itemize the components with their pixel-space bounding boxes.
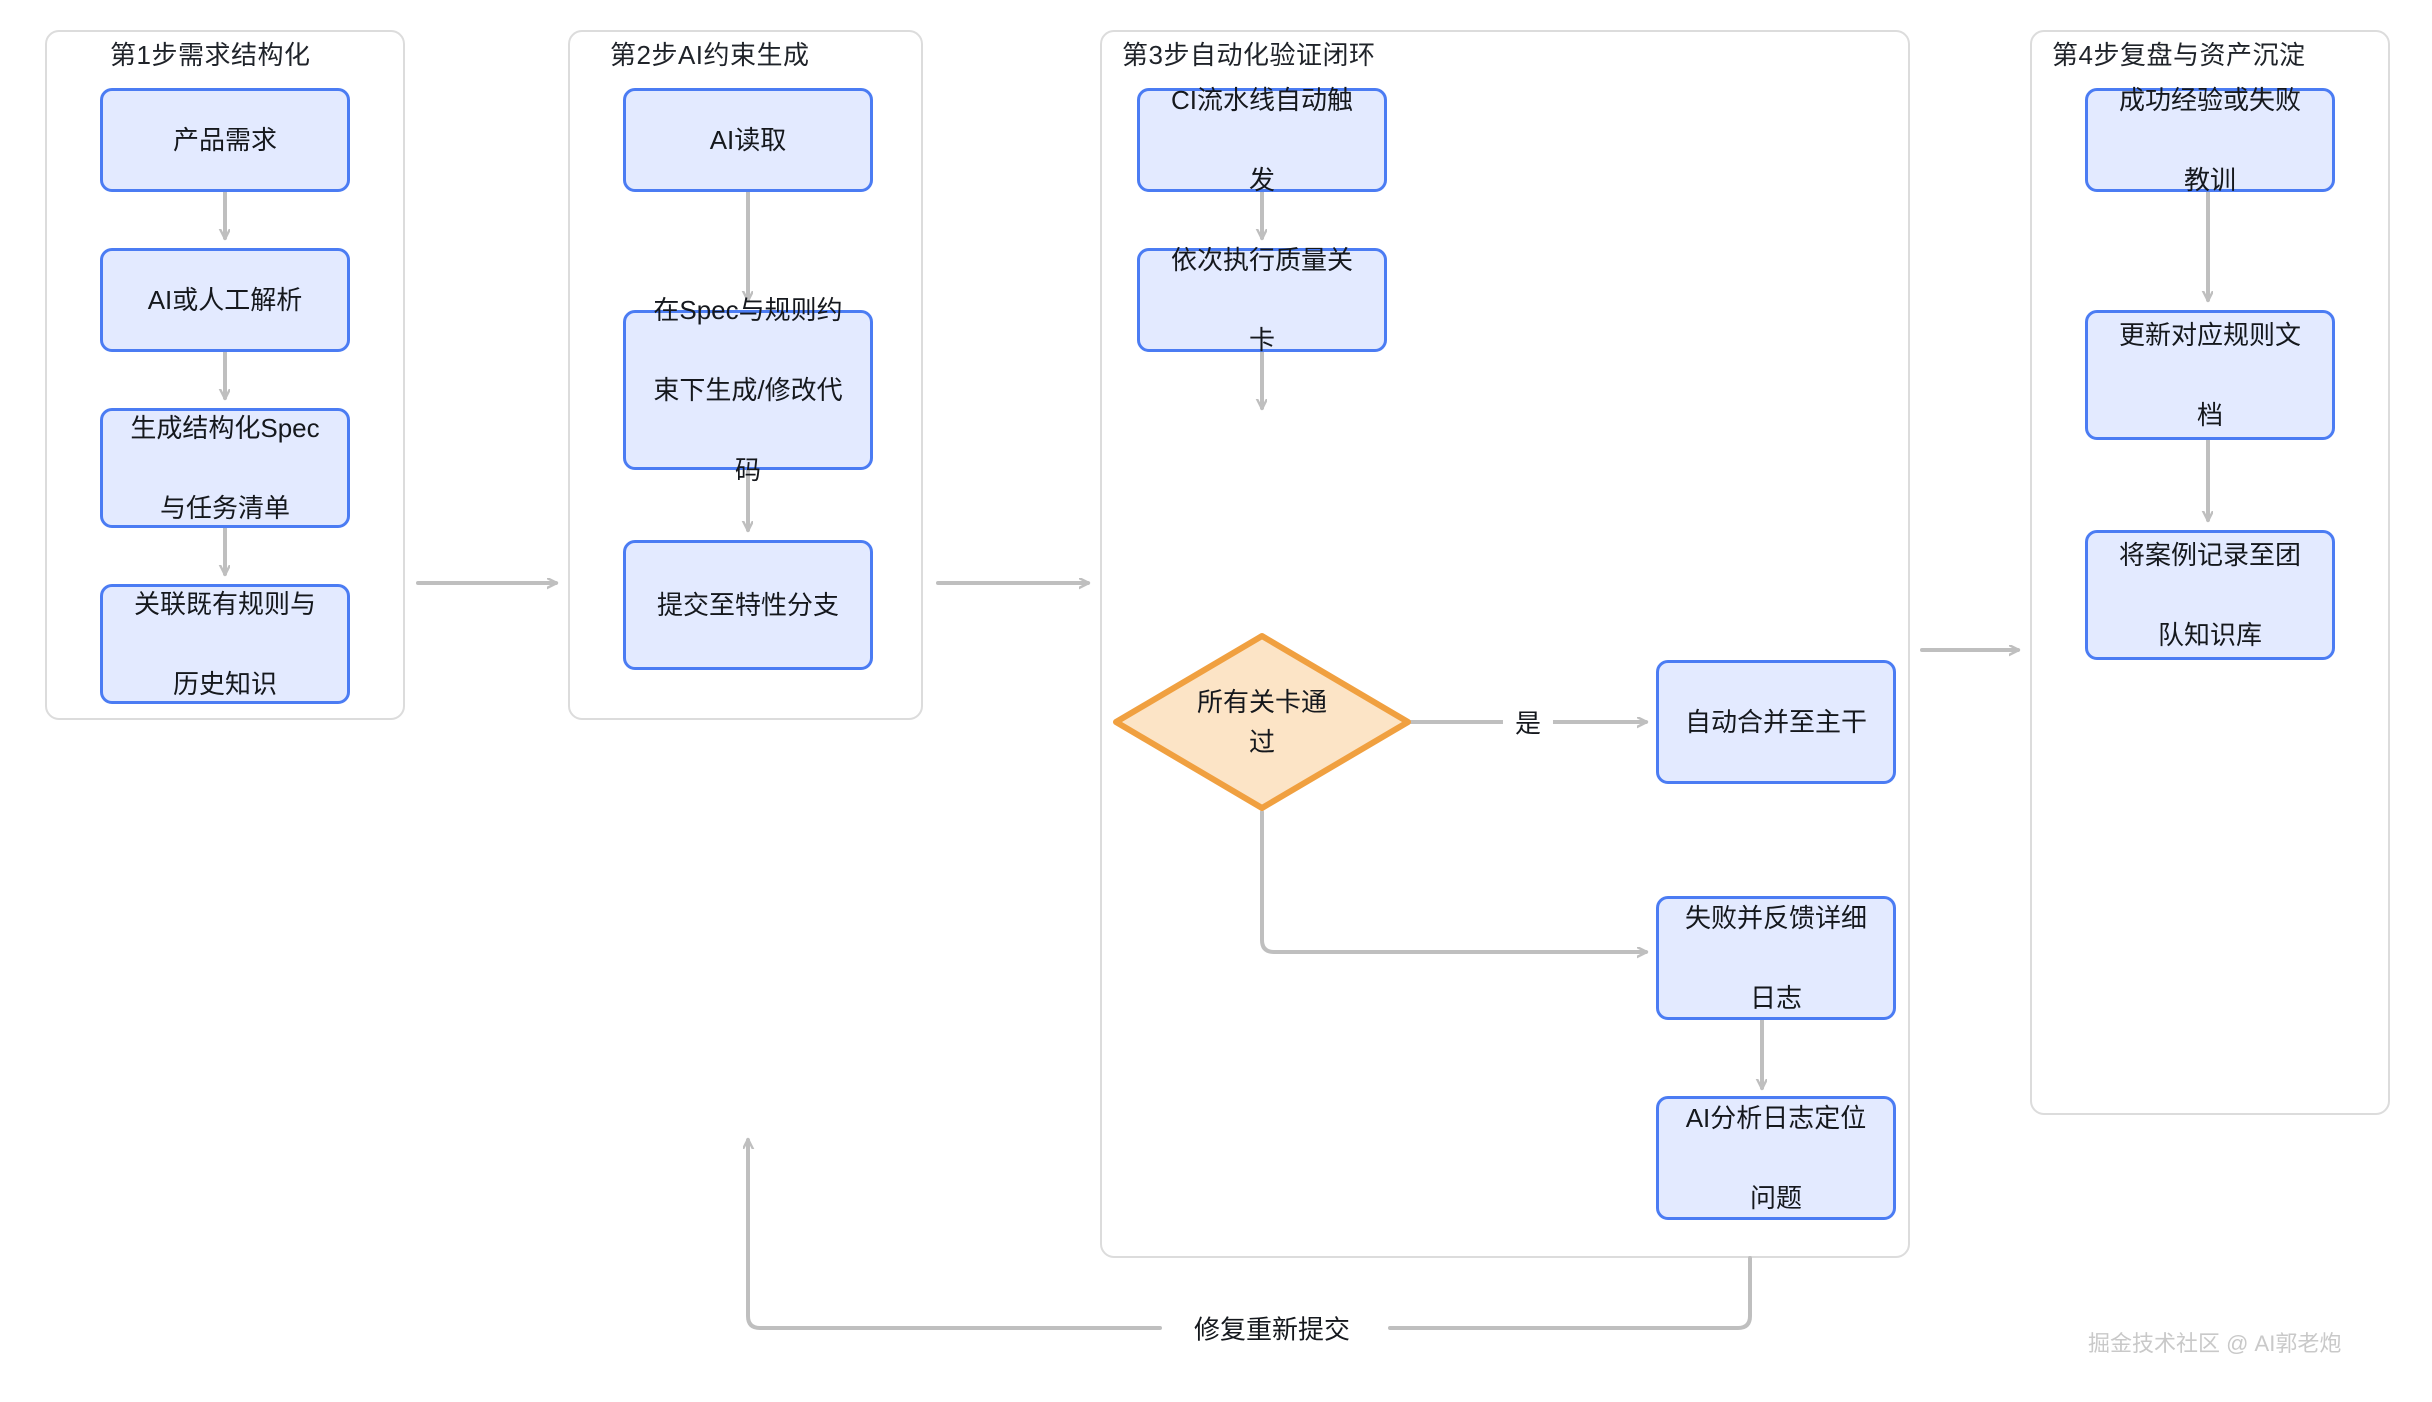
node-fail-with-logs[interactable]: 失败并反馈详细 日志 [1656, 896, 1896, 1020]
group-step-4-title: 第4步复盘与资产沉淀 [2052, 40, 2306, 70]
node-ai-read[interactable]: AI读取 [623, 88, 873, 192]
node-auto-merge-main[interactable]: 自动合并至主干 [1656, 660, 1896, 784]
node-product-requirement[interactable]: 产品需求 [100, 88, 350, 192]
edge-rework-left-seg [748, 1140, 1162, 1330]
edge-rework-right-seg [1388, 1256, 1752, 1330]
diamond-shape [1113, 633, 1411, 811]
node-update-rule-docs[interactable]: 更新对应规则文 档 [2085, 310, 2335, 440]
node-run-quality-gates[interactable]: 依次执行质量关 卡 [1137, 245, 1387, 355]
node-success-or-failure-lessons[interactable]: 成功经验或失败 教训 [2085, 85, 2335, 195]
node-ai-analyze-logs[interactable]: AI分析日志定位 问题 [1656, 1096, 1896, 1220]
node-ci-pipeline-trigger[interactable]: CI流水线自动触 发 [1137, 85, 1387, 195]
group-step-1-title: 第1步需求结构化 [110, 40, 311, 70]
group-step-2-title: 第2步AI约束生成 [610, 40, 810, 70]
decision-all-gates-passed[interactable]: 所有关卡通 过 [1112, 632, 1412, 812]
node-link-existing-rules[interactable]: 关联既有规则与 历史知识 [100, 584, 350, 704]
node-ai-or-manual-parse[interactable]: AI或人工解析 [100, 248, 350, 352]
node-generate-spec-and-tasks[interactable]: 生成结构化Spec 与任务清单 [100, 408, 350, 528]
edge-label-rework: 修复重新提交 [1181, 1309, 1363, 1347]
edge-label-yes: 是 [1502, 703, 1554, 741]
node-commit-feature-branch[interactable]: 提交至特性分支 [623, 540, 873, 670]
node-record-to-knowledge-base[interactable]: 将案例记录至团 队知识库 [2085, 530, 2335, 660]
group-step-3-title: 第3步自动化验证闭环 [1122, 40, 1376, 70]
watermark: 掘金技术社区 @ AI郭老炮 [2088, 1331, 2342, 1356]
node-generate-modify-code[interactable]: 在Spec与规则约 束下生成/修改代 码 [623, 295, 873, 485]
